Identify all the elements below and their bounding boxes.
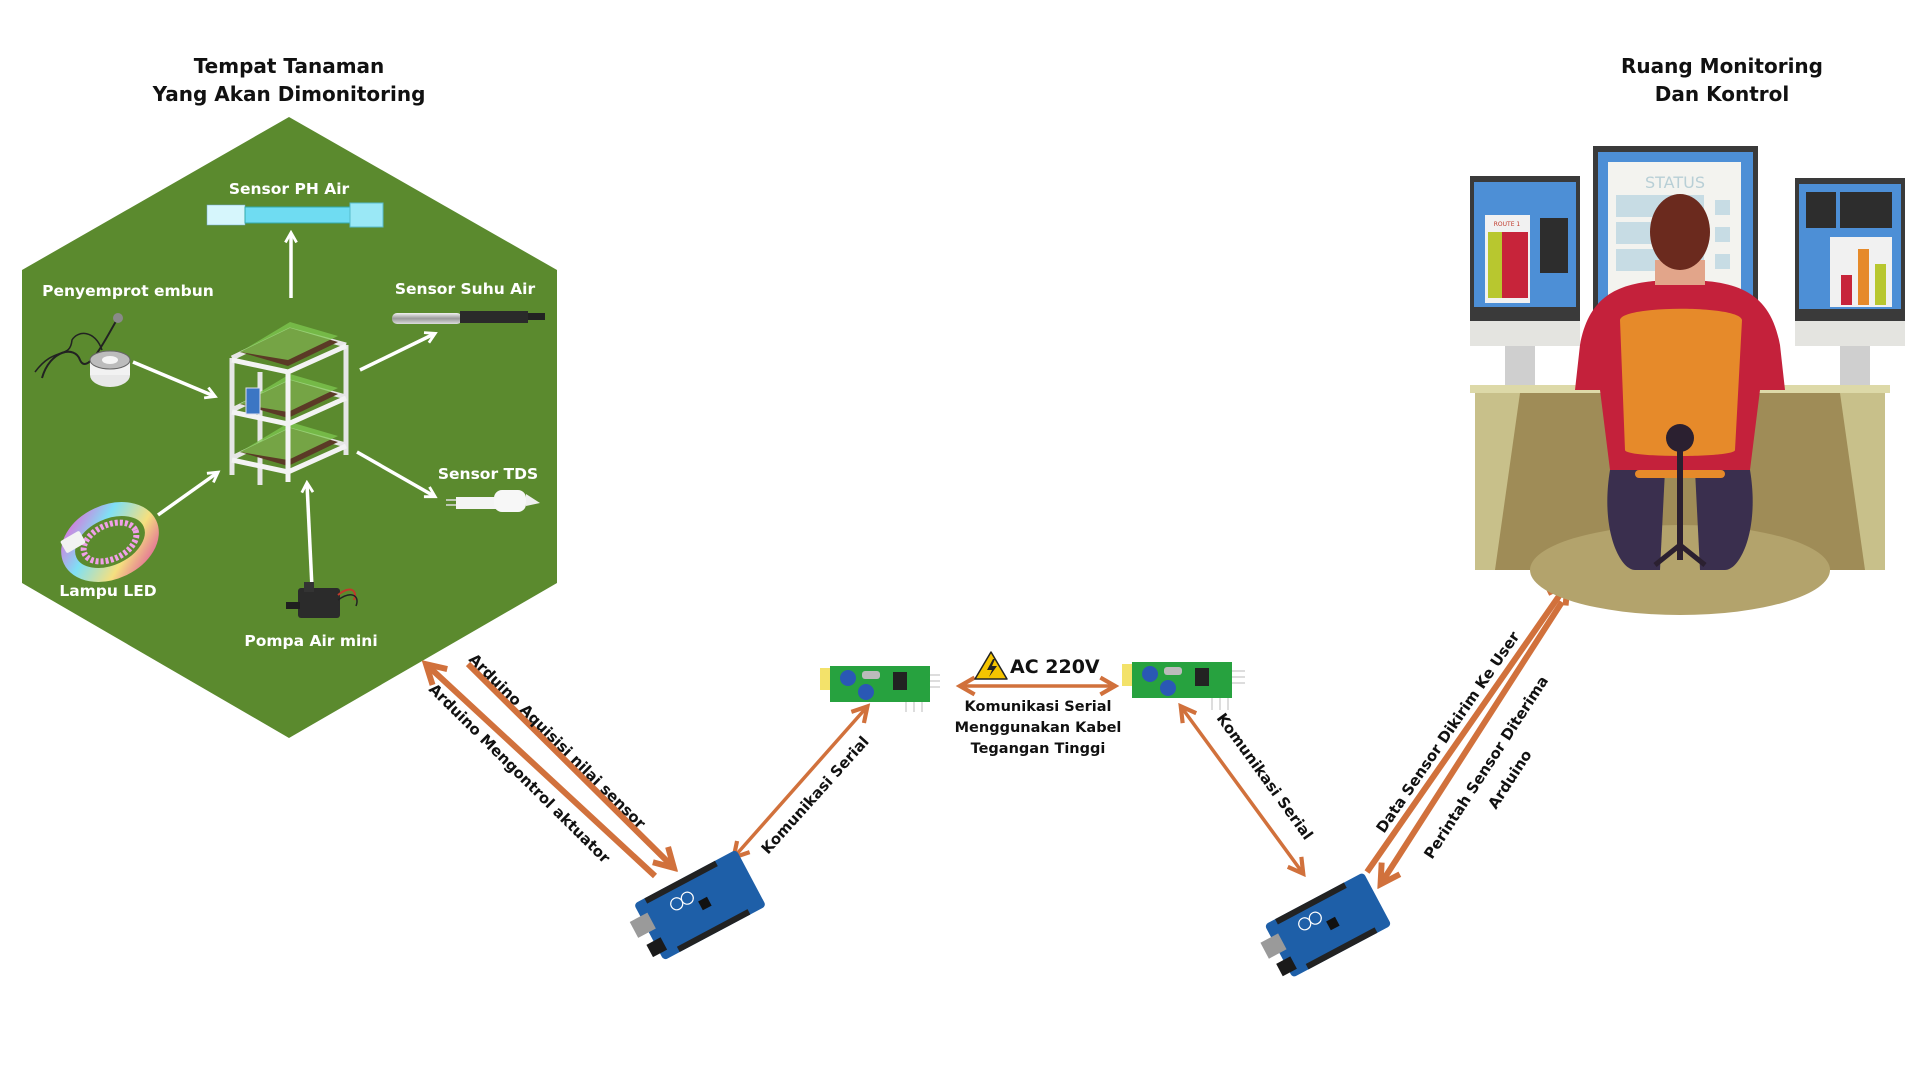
arduino-board-left bbox=[629, 850, 765, 960]
device-label-temp: Sensor Suhu Air bbox=[395, 280, 536, 298]
plant-rack-icon bbox=[229, 322, 349, 485]
left-screen-text: ROUTE 1 bbox=[1494, 221, 1521, 228]
monitoring-room-title: Ruang Monitoring Dan Kontrol bbox=[1572, 52, 1872, 108]
left-monitor-icon: ROUTE 1 bbox=[1470, 176, 1580, 386]
device-label-mist: Penyemprot embun bbox=[42, 282, 214, 300]
monitoring-room-title-line2: Dan Kontrol bbox=[1654, 82, 1790, 106]
arrow-serial-left bbox=[730, 703, 871, 861]
arrow-sensor-acquisition bbox=[465, 661, 672, 866]
temperature-probe-icon bbox=[392, 311, 545, 324]
plant-area-title: Tempat Tanaman Yang Akan Dimonitoring bbox=[139, 52, 439, 108]
plc-module-left bbox=[820, 666, 940, 712]
device-label-led: Lampu LED bbox=[59, 582, 156, 600]
ac-caption-line2: Menggunakan Kabel bbox=[955, 720, 1122, 736]
mist-maker-icon bbox=[34, 313, 131, 387]
monitoring-room-illustration: ROUTE 1 bbox=[1470, 146, 1905, 615]
tds-probe-icon bbox=[446, 490, 540, 512]
device-label-tds: Sensor TDS bbox=[438, 465, 538, 483]
operator-icon bbox=[1575, 194, 1785, 570]
device-label-pump: Pompa Air mini bbox=[244, 632, 377, 650]
center-screen-text: STATUS bbox=[1645, 173, 1705, 192]
right-monitor-icon bbox=[1795, 178, 1905, 386]
monitoring-room-title-line1: Ruang Monitoring bbox=[1621, 54, 1823, 78]
voltage-label: AC 220V bbox=[1010, 656, 1100, 678]
arduino-board-right bbox=[1260, 873, 1391, 977]
high-voltage-warning-icon bbox=[974, 651, 1008, 680]
device-label-ph: Sensor PH Air bbox=[229, 180, 350, 198]
plant-area-title-line1: Tempat Tanaman bbox=[193, 54, 385, 78]
ph-probe-icon bbox=[206, 202, 384, 228]
plc-module-right bbox=[1122, 662, 1245, 710]
arrow-command-to-arduino bbox=[1382, 600, 1565, 882]
arrow-pump-to-rack bbox=[300, 479, 315, 589]
link-label-serial-left: Komunikasi Serial bbox=[758, 733, 873, 858]
ac-caption-line3: Tegangan Tinggi bbox=[971, 741, 1106, 757]
arrow-data-to-user bbox=[1364, 586, 1566, 874]
ac-caption-line1: Komunikasi Serial bbox=[965, 699, 1112, 715]
water-pump-icon bbox=[286, 582, 358, 618]
arrow-rack-to-tds bbox=[356, 450, 438, 499]
desk-icon bbox=[1470, 385, 1890, 615]
arrow-actuator-control bbox=[428, 666, 658, 879]
arrow-rack-to-temp bbox=[359, 331, 438, 372]
led-strip-icon bbox=[60, 502, 159, 582]
arrow-mist-to-rack bbox=[132, 360, 218, 400]
plant-area-title-line2: Yang Akan Dimonitoring bbox=[152, 82, 426, 106]
arrow-led-to-rack bbox=[156, 470, 221, 517]
arrow-serial-right bbox=[1178, 702, 1306, 878]
